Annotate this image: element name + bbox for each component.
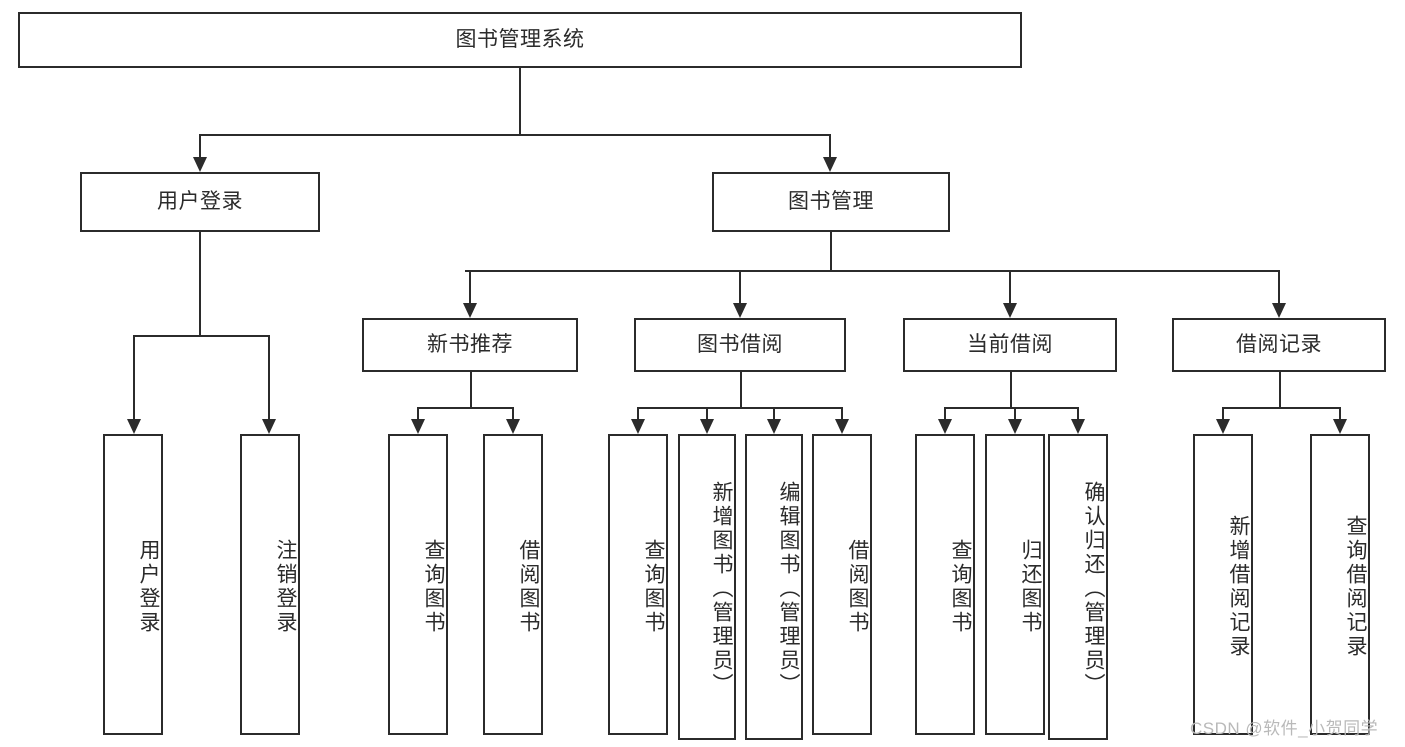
leaf-node-leaf-logout-login[interactable]: 注销登录 (240, 434, 300, 735)
node-label: 借阅图书 (517, 538, 540, 635)
leaf-node-leaf-query-record[interactable]: 查询借阅记录 (1310, 434, 1370, 735)
node-label: 归还图书 (1019, 538, 1042, 635)
node-label: 查询图书 (422, 538, 445, 635)
arrow-head (262, 419, 276, 434)
arrow-head (835, 419, 849, 434)
connector-line (133, 335, 135, 421)
connector-line (740, 372, 742, 407)
arrow-head (506, 419, 520, 434)
connector-line (199, 232, 201, 335)
node-label: 确认归还（管理员） (1082, 481, 1105, 697)
node-label: 借阅记录 (1236, 332, 1322, 356)
connector-line (1222, 407, 1224, 421)
node-label: 新增图书（管理员） (710, 481, 733, 697)
leaf-node-leaf-edit-book[interactable]: 编辑图书（管理员） (745, 434, 803, 740)
node-label: 图书借阅 (697, 332, 783, 356)
level3-node-borrow-record[interactable]: 借阅记录 (1172, 318, 1386, 372)
connector-line (1223, 407, 1340, 409)
level2-node-user-login[interactable]: 用户登录 (80, 172, 320, 232)
connector-line (417, 407, 419, 421)
connector-line (199, 134, 831, 136)
node-label: 注销登录 (274, 538, 297, 635)
arrow-head (1333, 419, 1347, 434)
arrow-head (1008, 419, 1022, 434)
leaf-node-leaf-borrow-book-1[interactable]: 借阅图书 (483, 434, 543, 735)
connector-line (1014, 407, 1016, 421)
connector-line (1339, 407, 1341, 421)
node-label: 查询借阅记录 (1344, 514, 1367, 659)
arrow-head (411, 419, 425, 434)
node-label: 当前借阅 (967, 332, 1053, 356)
connector-line (830, 232, 832, 270)
arrow-head (1216, 419, 1230, 434)
connector-line (268, 335, 270, 421)
connector-line (706, 407, 708, 421)
arrow-head (127, 419, 141, 434)
connector-line (1278, 270, 1280, 305)
node-label: 用户登录 (137, 538, 160, 635)
connector-line (465, 270, 1280, 272)
leaf-node-leaf-return-book[interactable]: 归还图书 (985, 434, 1045, 735)
leaf-node-leaf-user-login[interactable]: 用户登录 (103, 434, 163, 735)
connector-line (470, 372, 472, 407)
leaf-node-leaf-query-book-3[interactable]: 查询图书 (915, 434, 975, 735)
arrow-head (823, 157, 837, 172)
connector-line (1009, 270, 1011, 305)
level3-node-new-book-recommend[interactable]: 新书推荐 (362, 318, 578, 372)
node-label: 用户登录 (157, 189, 243, 213)
connector-line (1077, 407, 1079, 421)
arrow-head (463, 303, 477, 318)
leaf-node-leaf-add-record[interactable]: 新增借阅记录 (1193, 434, 1253, 735)
node-label: 新增借阅记录 (1227, 514, 1250, 659)
node-label: 查询图书 (642, 538, 665, 635)
arrow-head (1272, 303, 1286, 318)
connector-line (469, 270, 471, 305)
connector-line (637, 407, 639, 421)
level2-node-book-manage[interactable]: 图书管理 (712, 172, 950, 232)
node-label: 图书管理系统 (455, 27, 585, 51)
root-node-root[interactable]: 图书管理系统 (18, 12, 1022, 68)
leaf-node-leaf-confirm-return[interactable]: 确认归还（管理员） (1048, 434, 1108, 740)
level3-node-book-borrow[interactable]: 图书借阅 (634, 318, 846, 372)
arrow-head (193, 157, 207, 172)
node-label: 查询图书 (949, 538, 972, 635)
arrow-head (631, 419, 645, 434)
connector-line (1010, 372, 1012, 407)
connector-line (945, 407, 1078, 409)
arrow-head (700, 419, 714, 434)
connector-line (829, 134, 831, 159)
leaf-node-leaf-query-book-2[interactable]: 查询图书 (608, 434, 668, 735)
node-label: 图书管理 (788, 189, 874, 213)
connector-line (418, 407, 513, 409)
connector-line (739, 270, 741, 305)
node-label: 借阅图书 (846, 538, 869, 635)
arrow-head (1071, 419, 1085, 434)
connector-line (519, 68, 521, 134)
node-label: 新书推荐 (427, 332, 513, 356)
connector-line (1279, 372, 1281, 407)
node-label: 编辑图书（管理员） (777, 481, 800, 697)
connector-line (199, 134, 201, 159)
leaf-node-leaf-borrow-book-2[interactable]: 借阅图书 (812, 434, 872, 735)
level3-node-current-borrow[interactable]: 当前借阅 (903, 318, 1117, 372)
connector-line (841, 407, 843, 421)
arrow-head (767, 419, 781, 434)
connector-line (638, 407, 842, 409)
arrow-head (733, 303, 747, 318)
connector-line (944, 407, 946, 421)
connector-line (773, 407, 775, 421)
csdn-watermark: CSDN @软件_小贺同学 (1190, 719, 1379, 738)
leaf-node-leaf-add-book[interactable]: 新增图书（管理员） (678, 434, 736, 740)
arrow-head (938, 419, 952, 434)
arrow-head (1003, 303, 1017, 318)
connector-line (512, 407, 514, 421)
leaf-node-leaf-query-book-1[interactable]: 查询图书 (388, 434, 448, 735)
connector-line (133, 335, 270, 337)
